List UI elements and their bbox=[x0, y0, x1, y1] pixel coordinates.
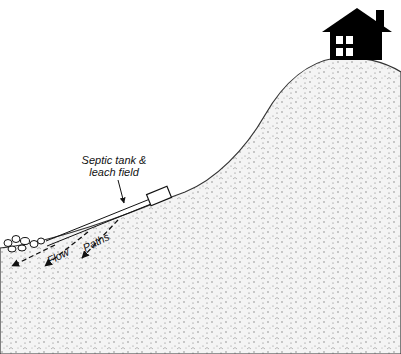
leader-line bbox=[118, 180, 124, 203]
rocks bbox=[4, 236, 45, 253]
house-silhouette bbox=[322, 8, 392, 60]
callout-label: Septic tank & leach field bbox=[72, 154, 156, 178]
septic-tank bbox=[147, 186, 172, 205]
hill-ground bbox=[0, 57, 401, 354]
